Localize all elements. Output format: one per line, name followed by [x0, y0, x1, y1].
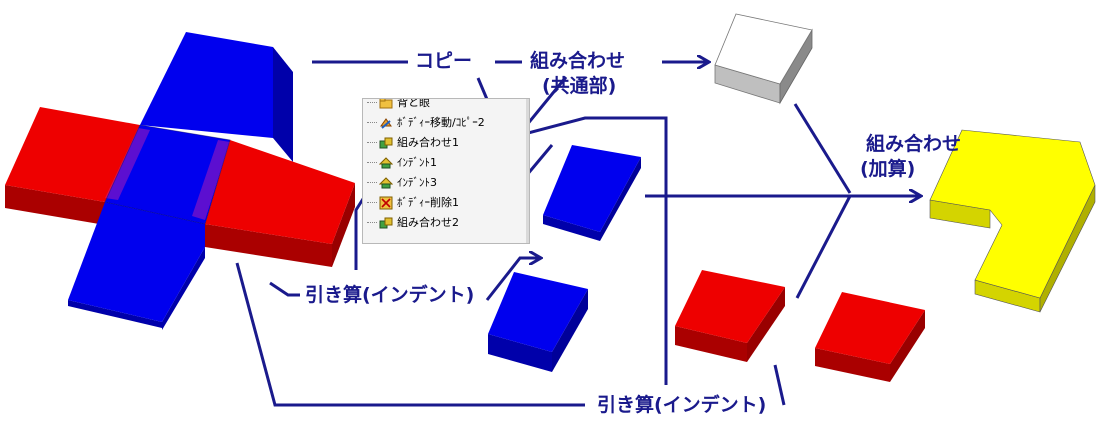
cross-right-arm-side-face [332, 183, 355, 267]
red-cube-right [815, 292, 925, 382]
cross-body-group [5, 32, 355, 330]
tree-item-label: ｲﾝﾃﾞﾝﾄ1 [397, 156, 437, 169]
tree-item-indent3[interactable]: ｲﾝﾃﾞﾝﾄ3 [363, 173, 529, 193]
folder-icon [379, 99, 393, 109]
tree-item-label: 組み合わせ1 [397, 136, 459, 149]
tree-connector [367, 182, 377, 184]
red-cube-middle-front-face [675, 326, 747, 362]
cross-bottom-arm-top-face [68, 202, 205, 322]
tree-item-label: 背と眼 [397, 98, 430, 109]
red-cube-right-front-face [815, 348, 890, 382]
body-delete-icon [379, 196, 393, 210]
tree-connector [367, 222, 377, 224]
white-cube-top-face [714, 13, 813, 85]
cross-top-arm-top-face [140, 32, 273, 138]
yellow-l-shape [929, 129, 1096, 313]
cross-bottom-arm-front-face [68, 300, 162, 328]
tree-connector [367, 102, 377, 104]
tree-connector [367, 142, 377, 144]
tree-connector [367, 122, 377, 124]
add-sub-label: (加算) [860, 158, 916, 180]
tree-item-combine2[interactable]: 組み合わせ2 [363, 213, 529, 233]
tree-item-label: ｲﾝﾃﾞﾝﾄ3 [397, 176, 437, 189]
red-cube-middle-side-face [747, 287, 785, 362]
tree-item-label: 組み合わせ2 [397, 216, 459, 229]
cross-left-arm-front-face [5, 185, 105, 225]
tree-item-body-move-copy[interactable]: ﾎﾞﾃﾞｨｰ移動/ｺﾋﾟｰ2 [363, 113, 529, 133]
blue-cube-middle-top-face [543, 145, 641, 232]
cross-left-arm-top-face [5, 107, 140, 202]
red-cube-middle [675, 270, 785, 362]
cross-right-arm-front-face [205, 224, 332, 267]
copy-label: コピー [415, 50, 473, 72]
indent-icon [379, 157, 393, 169]
cross-center-top-face [105, 125, 230, 224]
subtract-lower-label: 引き算(インデント) [594, 394, 770, 416]
tree-item-label: ﾎﾞﾃﾞｨｰ移動/ｺﾋﾟｰ2 [397, 116, 485, 129]
tree-scrollbar[interactable] [526, 99, 529, 243]
red-cube-to-combine-line [795, 195, 852, 299]
subtract-upper-arrow [485, 258, 540, 301]
cross-bottom-arm-side-face [162, 247, 205, 330]
tree-item-folder[interactable]: 背と眼 [363, 98, 529, 113]
cross-overlap-hatch-right [192, 140, 230, 220]
blue-cube-lower-side-face [552, 289, 588, 372]
red-cube-right-top-face [815, 292, 925, 364]
red-cube-right-side-face [890, 310, 925, 382]
blue-cube-middle-side-face [600, 157, 641, 241]
cross-right-arm-top-face [205, 140, 355, 244]
cross-top-arm-right-face [273, 47, 293, 162]
combine-common-label: 組み合わせ [530, 50, 626, 72]
combine-icon [379, 137, 393, 149]
white-cube [714, 13, 813, 105]
tree-item-combine1[interactable]: 組み合わせ1 [363, 133, 529, 153]
tree-item-indent1[interactable]: ｲﾝﾃﾞﾝﾄ1 [363, 153, 529, 173]
blue-cube-lower-front-face [488, 334, 552, 372]
red-cube-middle-top-face [675, 270, 785, 343]
blue-cube-middle-front-face [543, 215, 600, 241]
white-cube-to-combine-line [793, 103, 852, 194]
tree-connector [367, 202, 377, 204]
cross-overlap-hatch-left [105, 128, 150, 200]
tree-item-label: ﾎﾞﾃﾞｨｰ削除1 [397, 196, 459, 209]
yellow-l-top-face [929, 129, 1096, 299]
blue-cube-middle [543, 145, 641, 241]
indent-icon [379, 177, 393, 189]
feature-tree-panel: 背と眼 ﾎﾞﾃﾞｨｰ移動/ｺﾋﾟｰ2 組み合わせ1 ｲﾝﾃﾞﾝﾄ1 ｲﾝﾃﾞﾝﾄ… [362, 98, 530, 244]
tree-connector [367, 162, 377, 164]
body-move-copy-icon [380, 118, 392, 129]
cross-edge-lines [104, 124, 231, 225]
tree-item-body-delete[interactable]: ﾎﾞﾃﾞｨｰ削除1 [363, 193, 529, 213]
common-sub-label: (共通部) [542, 75, 617, 97]
combine-icon [379, 217, 393, 229]
subtract-upper-label: 引き算(インデント) [305, 284, 475, 306]
subtract-lower-right-line [773, 364, 786, 406]
subtract-lower-long-line [235, 262, 585, 407]
blue-cube-lower-top-face [488, 272, 588, 352]
subtract-upper-bracket [269, 281, 300, 297]
combine-add-label: 組み合わせ [866, 133, 962, 155]
blue-cube-lower [488, 272, 588, 372]
